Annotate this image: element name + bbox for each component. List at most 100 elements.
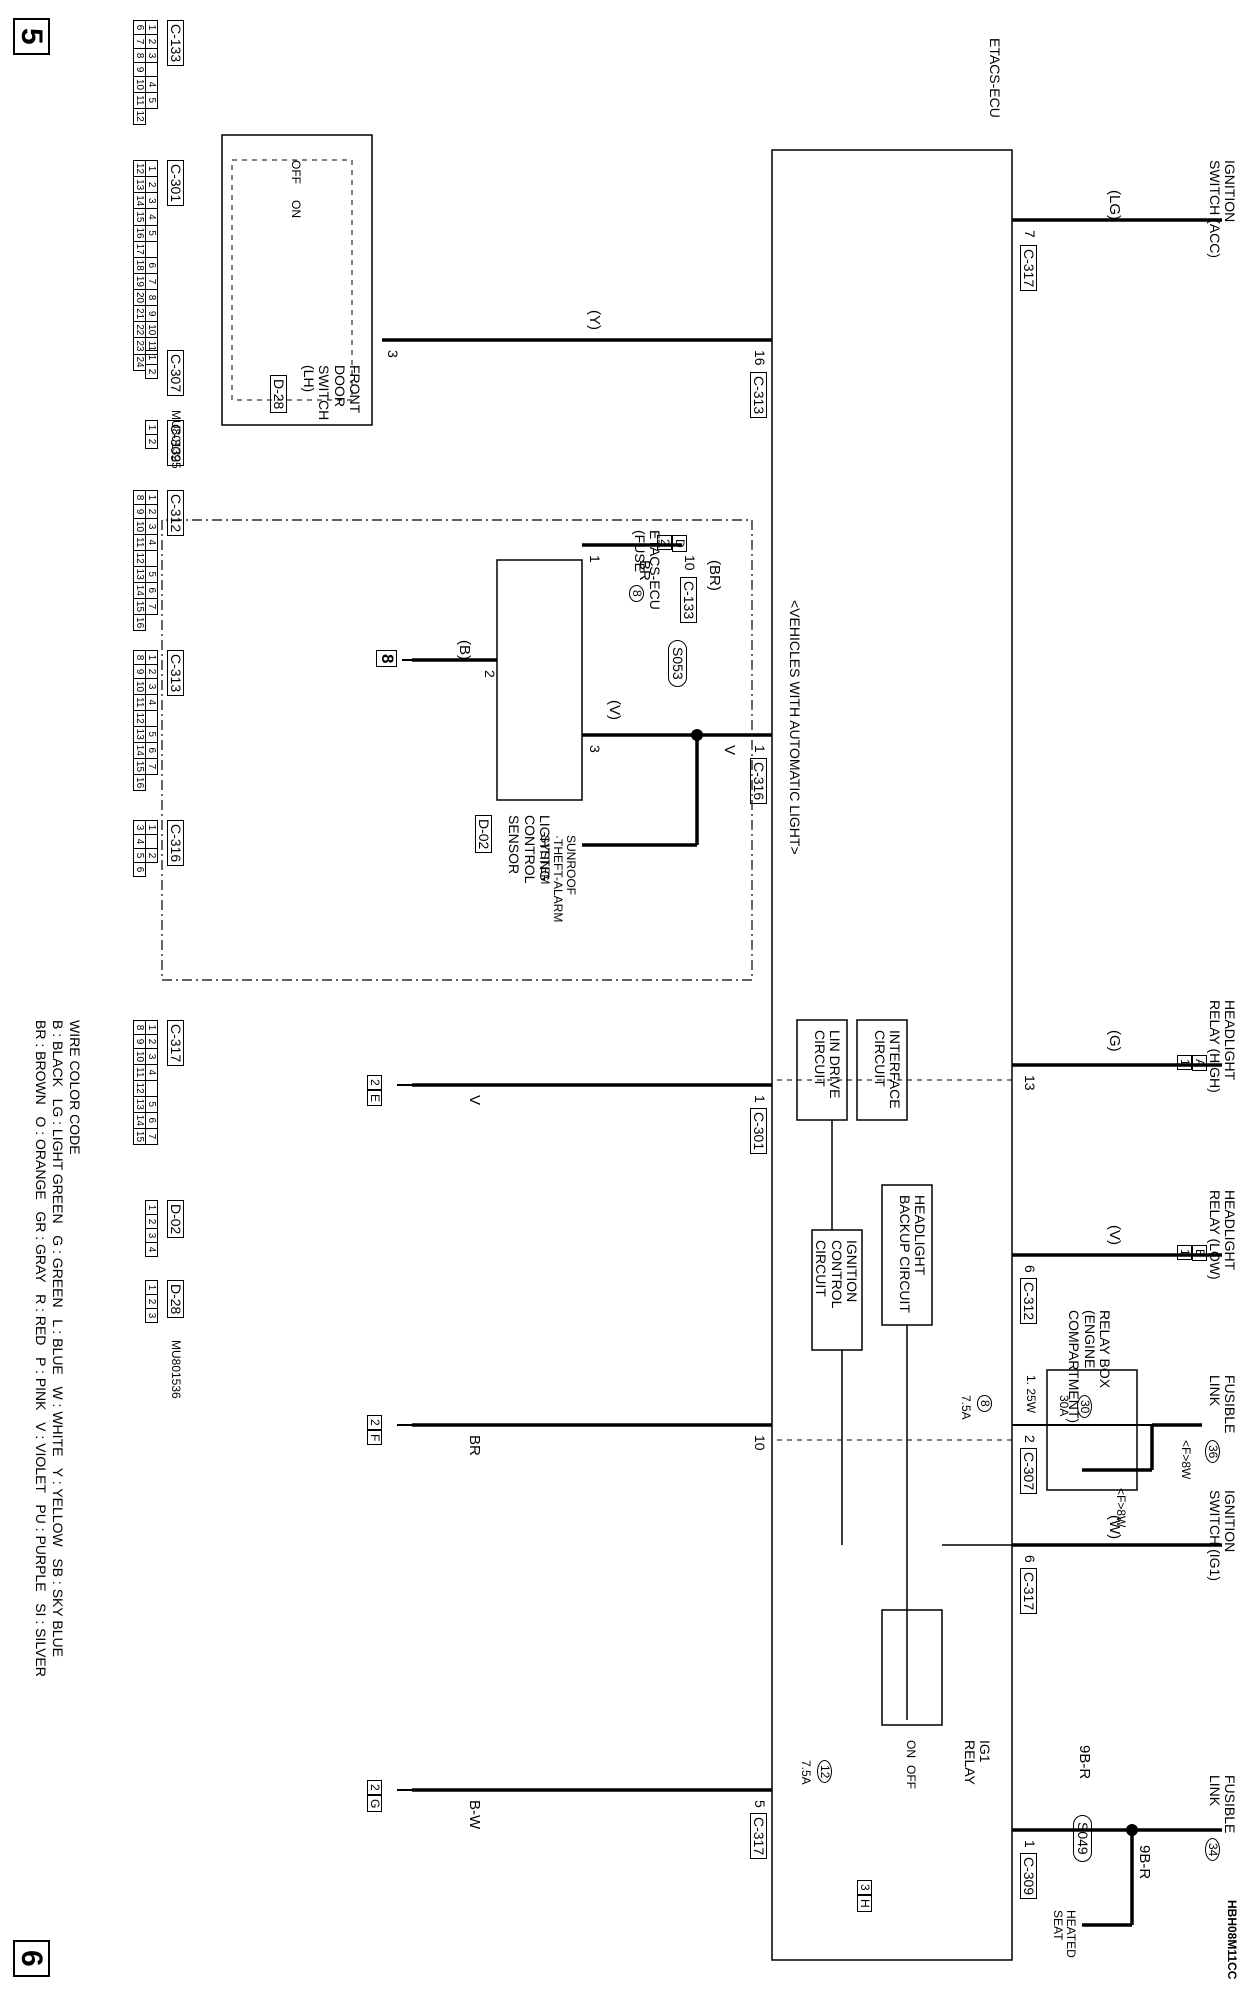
connector-pin: 8: [133, 1020, 146, 1035]
etacs-fuse-num: 8: [628, 585, 644, 602]
connector-pin: 6: [133, 862, 146, 877]
wire-v: (V): [1106, 1225, 1123, 1245]
sensor-label: LIGHTING CONTROL SENSOR: [506, 815, 553, 884]
fuse12-rating: 7.5A: [799, 1760, 813, 1785]
ref-2b: 2: [366, 1075, 382, 1090]
legend-line1: B : BLACK LG : LIGHT GREEN G : GREEN L :…: [50, 1020, 66, 1657]
connector-pin: 17: [133, 241, 146, 258]
connector-pin: 8: [133, 650, 146, 665]
fuse8-rating: 7.5A: [959, 1395, 973, 1420]
ig1-relay-box: [881, 1609, 943, 1726]
hl-backup-label: HEADLIGHT BACKUP CIRCUIT: [896, 1195, 928, 1313]
connector-pin: 12: [133, 160, 146, 177]
connector-pin: 10: [145, 321, 158, 338]
connector-id: C-313: [166, 650, 184, 697]
legend-title: WIRE COLOR CODE: [67, 1020, 83, 1155]
connector-pin: 3: [145, 48, 158, 63]
connector-pin: 4: [145, 76, 158, 93]
connector-pin: 9: [145, 305, 158, 322]
sensor-conn: D-02: [474, 815, 492, 854]
conn-c313: C-313: [749, 372, 767, 419]
connector-id: D-28: [166, 1280, 184, 1319]
connector-pin: 1: [145, 160, 158, 177]
connector-pin: 11: [133, 92, 146, 109]
connector-pin: 15: [133, 208, 146, 225]
connector-id: C-307: [166, 350, 184, 397]
connector-pin: 1: [145, 820, 158, 835]
pin-3-door: 3: [385, 350, 401, 358]
connector-pin: 4: [145, 534, 158, 551]
connector-id: C-309: [166, 420, 184, 467]
connector-pin: 1: [145, 490, 158, 505]
wire-v-plain2: V: [466, 1095, 483, 1106]
connector-pin: 5: [133, 848, 146, 863]
ref-h: H: [856, 1895, 872, 1912]
right-page-marker: 6: [13, 1940, 50, 1977]
switch-off: OFF: [289, 160, 303, 184]
wire-125w: 1. 25W: [1024, 1375, 1038, 1414]
ign-control-label: IGNITION CONTROL CIRCUIT: [813, 1240, 860, 1309]
connector-pin: 1: [145, 350, 158, 365]
connector-id: D-02: [166, 1200, 184, 1239]
connector-pin: 5: [145, 92, 158, 109]
connector-pin: 2: [145, 1214, 158, 1229]
wire-lg: (LG): [1106, 190, 1123, 220]
fuse8: 8: [976, 1395, 992, 1412]
conn-c133: C-133: [679, 577, 697, 624]
pin-5-c317: 5: [752, 1800, 768, 1808]
connector-pin: 13: [133, 176, 146, 193]
connector-pin: [145, 710, 158, 727]
connector-pin: 6: [145, 742, 158, 759]
pin-2-sensor: 2: [482, 670, 498, 678]
connector-pin: 12: [133, 108, 146, 125]
ref-g: G: [366, 1795, 382, 1813]
interface-box: [856, 1019, 908, 1121]
connector-pin: 15: [133, 758, 146, 775]
connector-pin: 12: [133, 1080, 146, 1097]
ref-2d: 2: [366, 1780, 382, 1795]
pin-13: 13: [1022, 1075, 1038, 1091]
connector-pin: 5: [145, 225, 158, 242]
hl-high-label: HEADLIGHT RELAY (HIGH): [1206, 1000, 1238, 1093]
connector-pin: 11: [133, 534, 146, 551]
connector-pin: 10: [133, 1048, 146, 1065]
pin-10-c133: 10: [682, 555, 698, 571]
connector-pin: 15: [133, 1128, 146, 1145]
connector-pin: 3: [145, 1048, 158, 1065]
ref-b: B: [1191, 1245, 1207, 1262]
conn-c317c: C-317: [749, 1813, 767, 1860]
connector-pin: 16: [133, 225, 146, 242]
wire-bw: B-W: [466, 1800, 483, 1830]
connector-pin: 2: [145, 1294, 158, 1309]
connector-pin: 8: [133, 48, 146, 63]
connector-pin: 6: [145, 257, 158, 274]
connector-pin: 1: [145, 20, 158, 35]
relay-on: ON: [904, 1740, 918, 1758]
connector-pin: 10: [133, 76, 146, 93]
connector-pin: 11: [133, 694, 146, 711]
door-switch-frame: [221, 134, 373, 426]
ref-d: D: [671, 535, 687, 552]
connector-pin: 2: [145, 176, 158, 193]
s053-splice: S053: [667, 640, 687, 687]
interface-label: INTERFACE CIRCUIT: [871, 1030, 903, 1109]
wire-9br-1: 9B-R: [1136, 1845, 1153, 1880]
connector-pin: 10: [133, 678, 146, 695]
connector-pin: 8: [145, 289, 158, 306]
ref-2c: 2: [366, 1415, 382, 1430]
connector-pin: 9: [133, 1034, 146, 1049]
connector-pin: [145, 834, 158, 849]
connector-id: C-301: [166, 160, 184, 207]
pin-1-c316: 1: [752, 745, 768, 753]
pin-7: 7: [1022, 230, 1038, 238]
connector-pin: [145, 550, 158, 567]
wire-br: (BR): [706, 560, 723, 591]
pin-6-c312: 6: [1022, 1265, 1038, 1273]
wire-g: (G): [1106, 1030, 1123, 1052]
